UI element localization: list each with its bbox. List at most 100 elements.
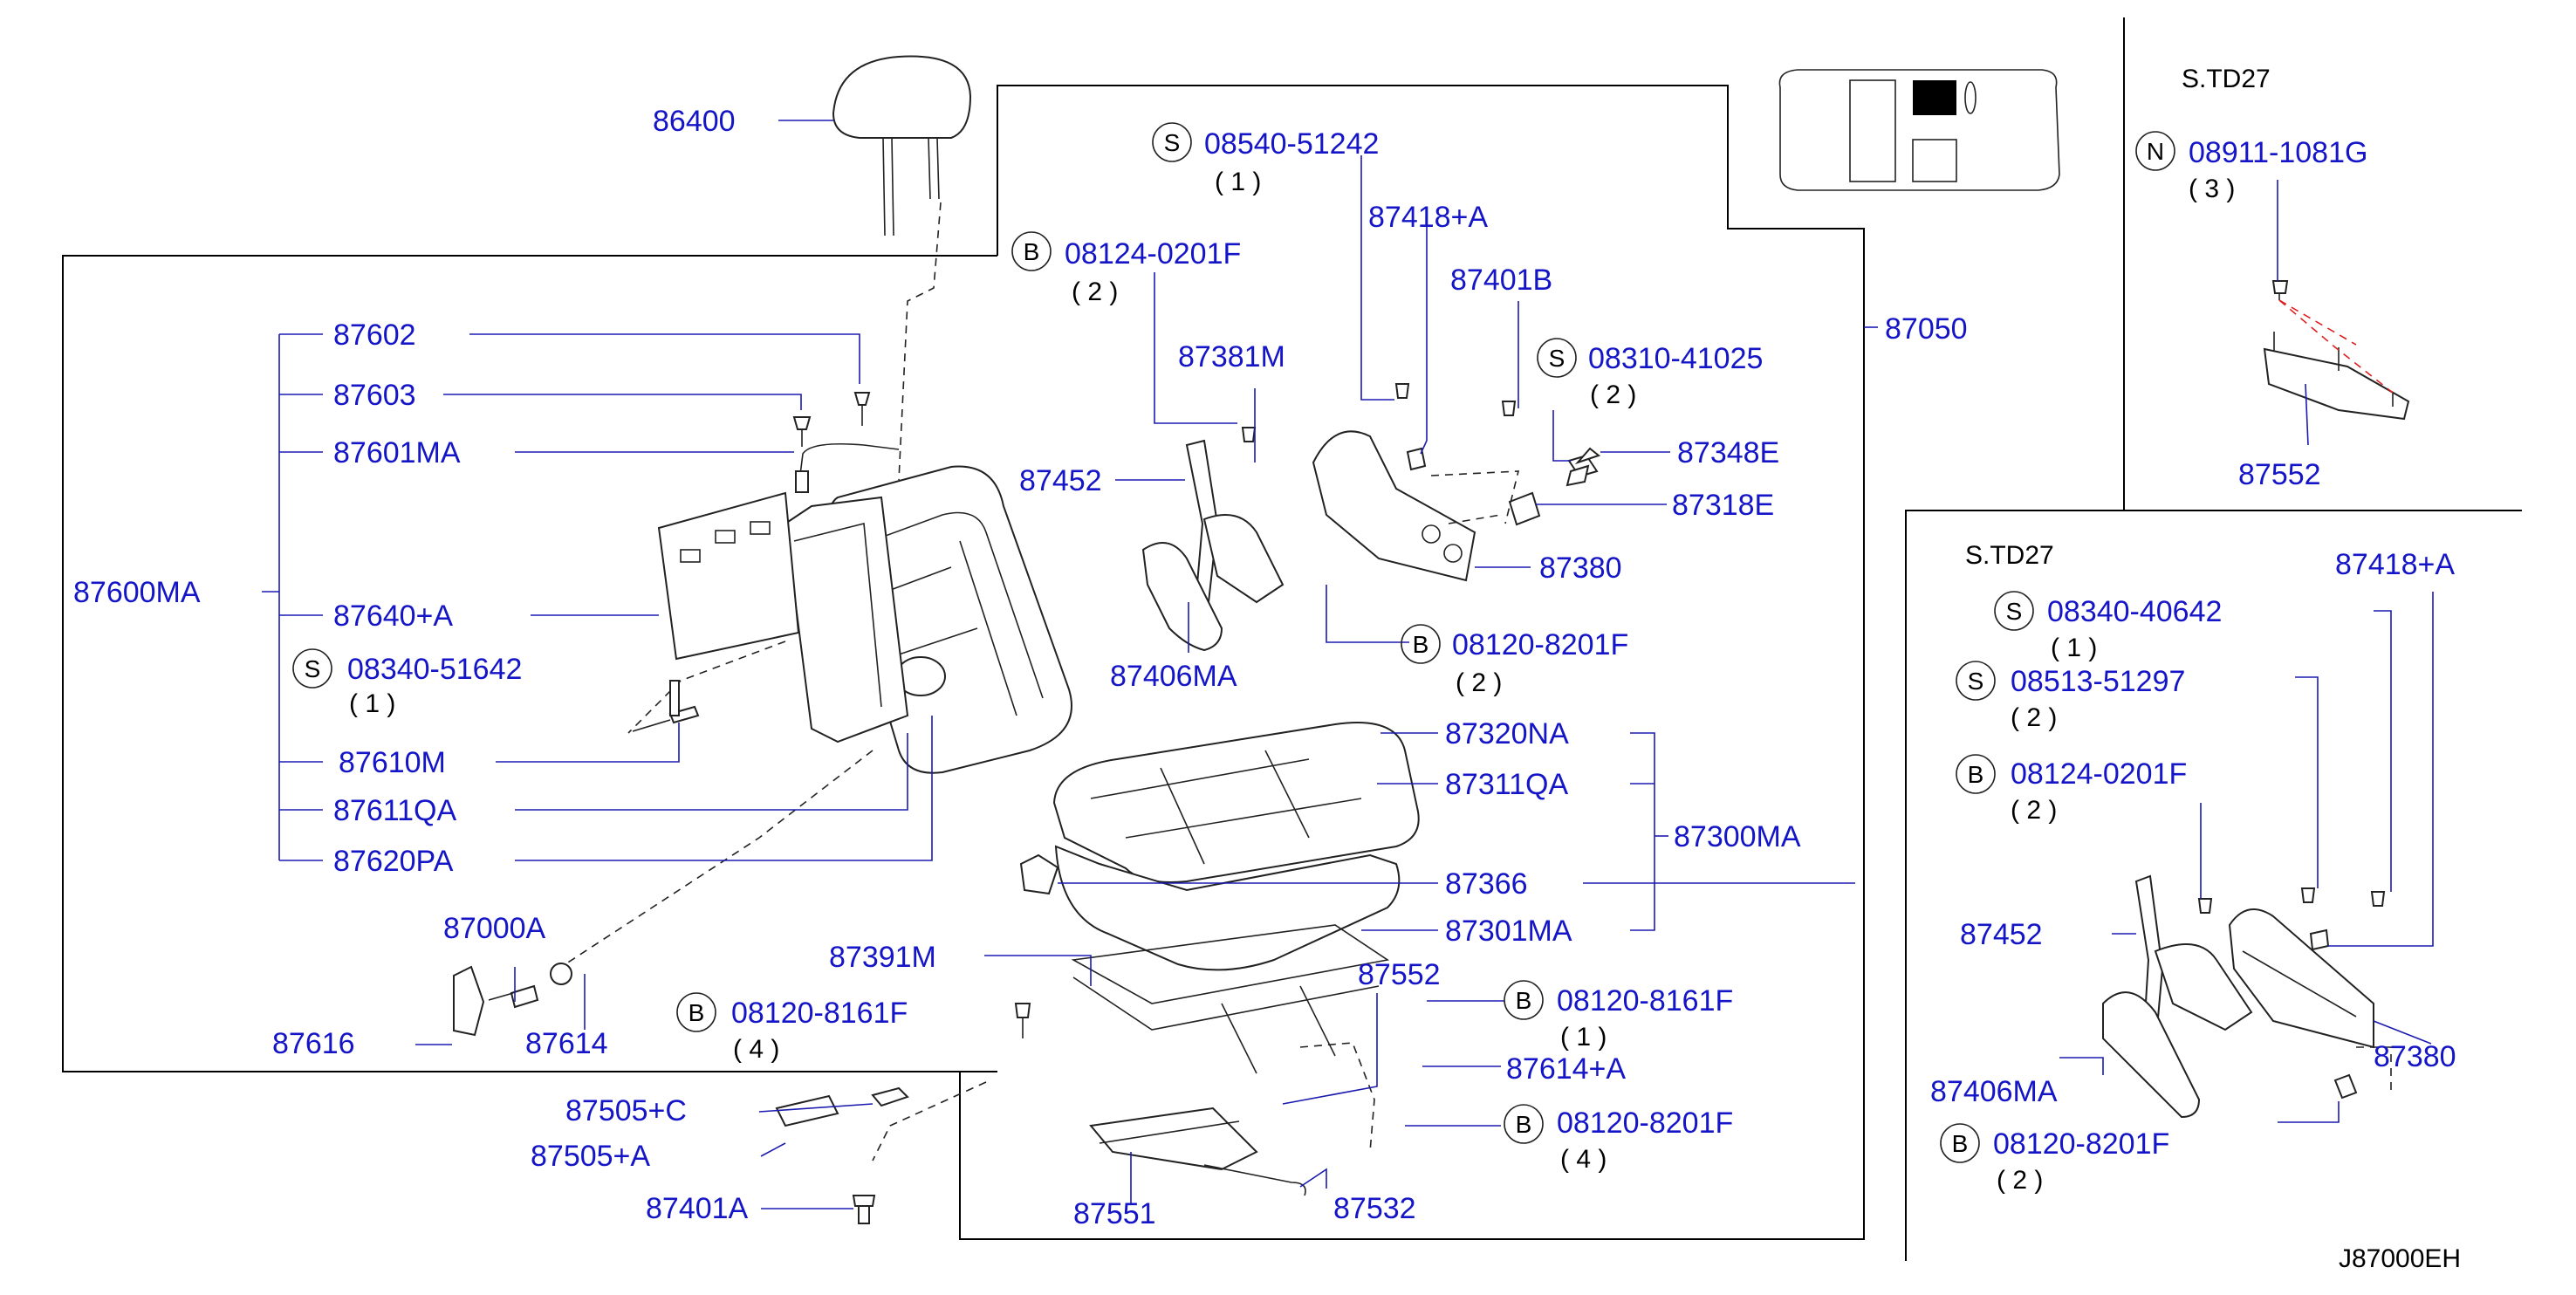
label-87452[interactable]: 87452 bbox=[1019, 464, 1102, 497]
label-87614a[interactable]: 87614+A bbox=[1506, 1052, 1626, 1086]
fastener-qty: ( 1 ) bbox=[349, 689, 395, 718]
label-87505a[interactable]: 87505+A bbox=[531, 1140, 650, 1173]
label-variant-87418a[interactable]: 87418+A bbox=[2335, 548, 2455, 581]
slide-rail-graphic bbox=[775, 1086, 1306, 1224]
label-87614[interactable]: 87614 bbox=[525, 1027, 608, 1060]
seatback-graphic bbox=[657, 442, 1072, 774]
label-variant-87406ma[interactable]: 87406MA bbox=[1930, 1075, 2058, 1108]
fastener-f9[interactable]: N 08911-1081G ( 3 ) bbox=[2135, 131, 2367, 203]
label-87552[interactable]: 87552 bbox=[1358, 958, 1441, 991]
fastener-symbol: B bbox=[1968, 761, 1984, 788]
fastener-f2[interactable]: B 08124-0201F ( 2 ) bbox=[1011, 231, 1241, 306]
label-87366[interactable]: 87366 bbox=[1445, 867, 1528, 901]
fastener-qty: ( 2 ) bbox=[2011, 703, 2057, 732]
fastener-symbol: S bbox=[1164, 129, 1181, 156]
label-87640a[interactable]: 87640+A bbox=[333, 600, 453, 633]
fastener-qty: ( 3 ) bbox=[2189, 175, 2235, 203]
seat-assy-frame bbox=[62, 255, 997, 1072]
fastener-f12[interactable]: B 08124-0201F ( 2 ) bbox=[1956, 754, 2187, 825]
label-87320na[interactable]: 87320NA bbox=[1445, 717, 1569, 750]
fastener-symbol: B bbox=[689, 999, 705, 1026]
fastener-code: 08120-8201F bbox=[1993, 1127, 2169, 1161]
fastener-symbol: B bbox=[1516, 987, 1532, 1014]
back-assy-frame bbox=[959, 85, 1865, 1240]
fastener-symbol: S bbox=[305, 655, 321, 682]
label-87381m[interactable]: 87381M bbox=[1178, 340, 1285, 373]
fastener-qty: ( 2 ) bbox=[1072, 278, 1118, 306]
fastener-code: 08340-51642 bbox=[347, 653, 522, 686]
fastener-symbol: B bbox=[1952, 1130, 1969, 1157]
label-87380[interactable]: 87380 bbox=[1539, 552, 1622, 585]
label-87000a[interactable]: 87000A bbox=[443, 912, 546, 945]
fastener-symbol: N bbox=[2147, 138, 2164, 165]
label-87600ma[interactable]: 87600MA bbox=[73, 576, 201, 609]
fastener-symbol: S bbox=[1968, 668, 1984, 695]
label-87311qa[interactable]: 87311QA bbox=[1445, 768, 1568, 801]
label-87318e[interactable]: 87318E bbox=[1672, 489, 1774, 522]
fastener-code: 08120-8161F bbox=[1557, 984, 1733, 1018]
label-variant-87380[interactable]: 87380 bbox=[2374, 1040, 2456, 1073]
fastener-symbol: B bbox=[1516, 1111, 1532, 1138]
fastener-qty: ( 2 ) bbox=[1590, 380, 1636, 409]
fastener-qty: ( 1 ) bbox=[2051, 634, 2097, 662]
label-87406ma[interactable]: 87406MA bbox=[1110, 660, 1237, 693]
leader-lines bbox=[262, 120, 2434, 1209]
fastener-code: 08540-51242 bbox=[1204, 127, 1379, 161]
label-87601ma[interactable]: 87601MA bbox=[333, 436, 461, 469]
label-variant-87552[interactable]: 87552 bbox=[2238, 458, 2321, 491]
label-87391m[interactable]: 87391M bbox=[829, 941, 936, 974]
fastener-symbol: S bbox=[1549, 345, 1565, 372]
label-87050[interactable]: 87050 bbox=[1885, 312, 1968, 346]
label-87505c[interactable]: 87505+C bbox=[565, 1094, 687, 1127]
label-87602[interactable]: 87602 bbox=[333, 319, 416, 352]
fastener-f10[interactable]: S 08340-40642 ( 1 ) bbox=[1994, 591, 2222, 662]
fastener-f7[interactable]: B 08120-8161F ( 1 ) bbox=[1504, 980, 1733, 1052]
fastener-f13[interactable]: B 08120-8201F ( 2 ) bbox=[1940, 1123, 2169, 1195]
label-87418a[interactable]: 87418+A bbox=[1368, 201, 1488, 234]
label-87401a[interactable]: 87401A bbox=[646, 1192, 749, 1225]
fastener-symbol: B bbox=[1413, 631, 1429, 658]
fastener-qty: ( 2 ) bbox=[1456, 668, 1502, 697]
label-87532[interactable]: 87532 bbox=[1333, 1192, 1416, 1225]
label-87551[interactable]: 87551 bbox=[1073, 1197, 1156, 1230]
fastener-code: 08120-8201F bbox=[1557, 1107, 1733, 1140]
label-87301ma[interactable]: 87301MA bbox=[1445, 915, 1572, 948]
variant-rail-graphic bbox=[2263, 280, 2410, 421]
recliner-graphic bbox=[1141, 383, 1601, 652]
fastener-f4[interactable]: B 08120-8201F ( 2 ) bbox=[1401, 624, 1628, 697]
fastener-f8[interactable]: B 08120-8201F ( 4 ) bbox=[1504, 1104, 1733, 1174]
small-fastener-graphics bbox=[453, 392, 871, 1037]
variant-mid-frame bbox=[1905, 510, 2522, 1261]
fastener-symbol: S bbox=[2006, 598, 2023, 625]
fastener-code: 08340-40642 bbox=[2047, 595, 2222, 628]
fastener-f5[interactable]: S 08340-51642 ( 1 ) bbox=[292, 648, 522, 718]
label-87348e[interactable]: 87348E bbox=[1677, 436, 1779, 469]
fastener-symbol: B bbox=[1024, 238, 1040, 265]
fastener-code: 08120-8161F bbox=[731, 997, 908, 1030]
label-86400[interactable]: 86400 bbox=[653, 105, 736, 138]
fastener-code: 08124-0201F bbox=[2011, 757, 2187, 791]
fastener-f1[interactable]: S 08540-51242 ( 1 ) bbox=[1152, 122, 1379, 196]
label-87300ma[interactable]: 87300MA bbox=[1674, 820, 1801, 853]
label-87401b[interactable]: 87401B bbox=[1450, 264, 1552, 297]
fastener-code: 08513-51297 bbox=[2011, 665, 2185, 698]
fastener-qty: ( 4 ) bbox=[733, 1035, 779, 1064]
variant-label-top: S.TD27 bbox=[2182, 65, 2271, 93]
fastener-qty: ( 1 ) bbox=[1560, 1023, 1607, 1052]
label-87610m[interactable]: 87610M bbox=[339, 746, 446, 779]
label-87603[interactable]: 87603 bbox=[333, 379, 416, 412]
fastener-f6[interactable]: B 08120-8161F ( 4 ) bbox=[676, 992, 908, 1064]
label-variant-87452[interactable]: 87452 bbox=[1960, 918, 2043, 951]
label-87611qa[interactable]: 87611QA bbox=[333, 794, 456, 827]
diagram-code: J87000EH bbox=[2339, 1244, 2461, 1273]
variant-label-mid: S.TD27 bbox=[1965, 541, 2054, 570]
fastener-f11[interactable]: S 08513-51297 ( 2 ) bbox=[1956, 661, 2185, 732]
fastener-code: 08120-8201F bbox=[1452, 628, 1628, 661]
label-87620pa[interactable]: 87620PA bbox=[333, 845, 454, 878]
variant-recliner-graphic bbox=[2102, 874, 2386, 1119]
label-87616[interactable]: 87616 bbox=[272, 1027, 355, 1060]
fastener-f3[interactable]: S 08310-41025 ( 2 ) bbox=[1537, 338, 1763, 409]
fastener-code: 08911-1081G bbox=[2189, 136, 2367, 169]
